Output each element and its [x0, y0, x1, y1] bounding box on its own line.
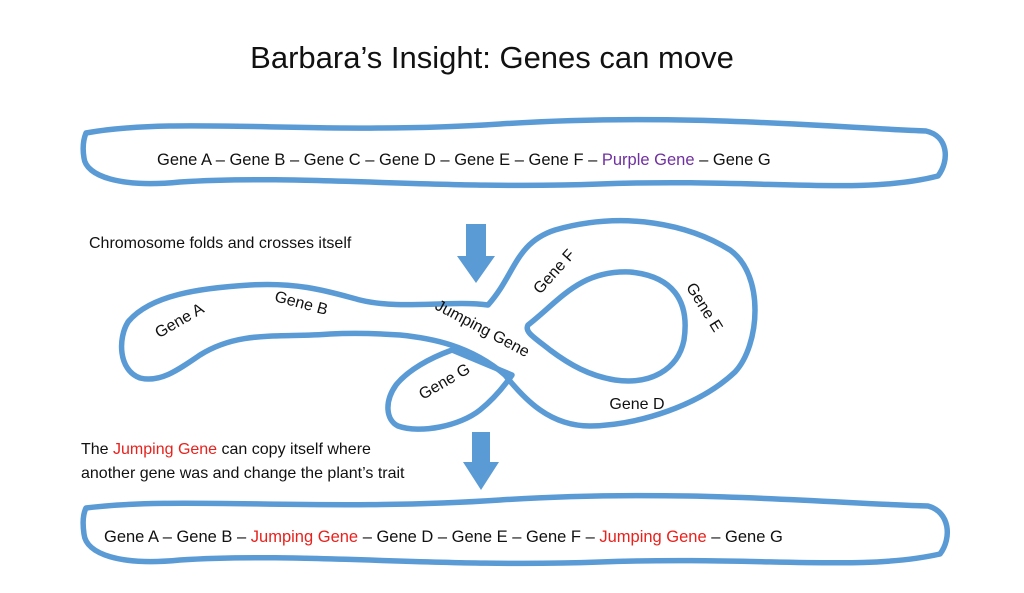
copy-caption-jumping-gene: Jumping Gene — [113, 441, 217, 458]
page-title: Barbara’s Insight: Genes can move — [250, 40, 734, 75]
down-arrow-2 — [463, 432, 499, 490]
purple-gene-label: Purple Gene — [602, 151, 695, 169]
folded-chromosome-gene-g-loop — [385, 347, 515, 432]
fold-caption: Chromosome folds and crosses itself — [89, 235, 352, 252]
fold-label-gene-g: Gene G — [416, 361, 473, 404]
top-chromosome-outline — [80, 116, 948, 189]
bottom-jumping-gene-2: Jumping Gene — [599, 528, 706, 546]
bottom-gene-sequence: Gene A – Gene B – Jumping Gene – Gene D … — [104, 528, 783, 546]
fold-label-gene-d: Gene D — [609, 396, 664, 413]
fold-label-gene-e: Gene E — [682, 280, 725, 335]
bottom-chromosome-outline — [80, 492, 950, 567]
copy-caption-line-2: another gene was and change the plant’s … — [81, 465, 405, 482]
bottom-jumping-gene-1: Jumping Gene — [251, 528, 358, 546]
folded-chromosome-outer — [118, 218, 758, 429]
fold-label-gene-a: Gene A — [152, 300, 207, 342]
fold-label-gene-b: Gene B — [273, 288, 330, 318]
folded-chromosome-inner-loop — [524, 269, 688, 384]
top-gene-sequence: Gene A – Gene B – Gene C – Gene D – Gene… — [157, 151, 771, 169]
copy-caption-line-1: The Jumping Gene can copy itself where — [81, 441, 371, 458]
down-arrow-1 — [457, 224, 495, 283]
